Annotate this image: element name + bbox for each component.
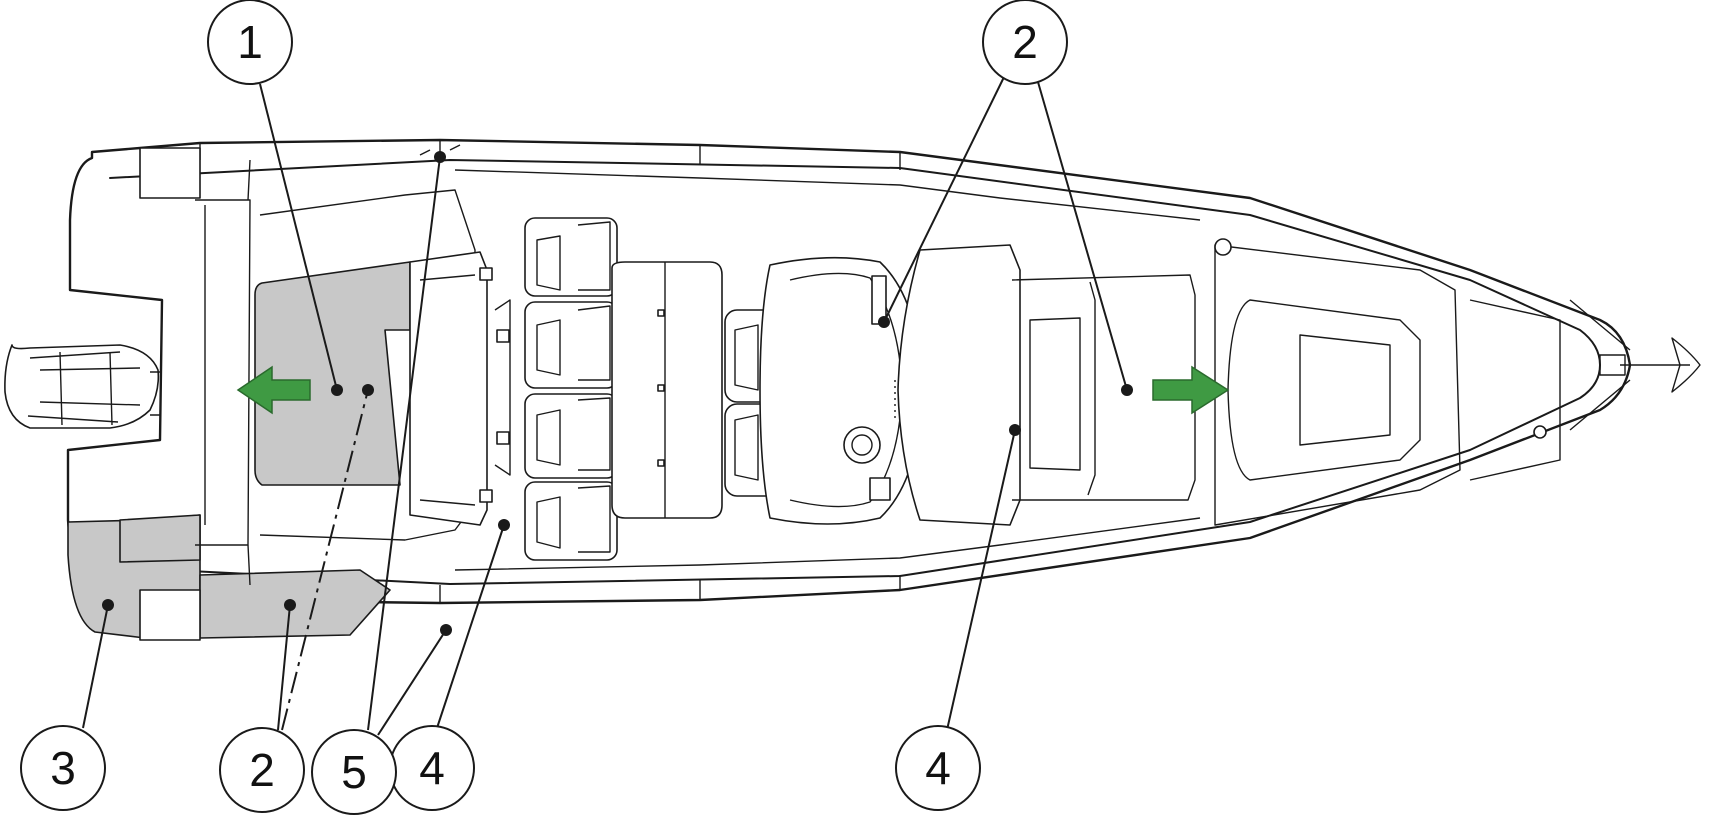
leader-lines (82, 74, 1128, 736)
aft-cockpit (204, 189, 511, 541)
callout-4-left-label: 4 (419, 742, 445, 794)
arrow-right-icon (1152, 365, 1230, 415)
callout-4-left: 4 (389, 725, 475, 811)
outboard-engine (4, 344, 183, 429)
aft-bench-seats (524, 217, 618, 561)
callout-4-right: 4 (895, 725, 981, 811)
callout-2-top: 2 (982, 0, 1068, 85)
center-console (611, 261, 723, 519)
callout-1-label: 1 (237, 16, 263, 68)
callout-2-top-label: 2 (1012, 16, 1038, 68)
callout-2-bottom: 2 (219, 727, 305, 813)
callout-5: 5 (311, 729, 397, 815)
callout-5-label: 5 (341, 746, 367, 798)
callout-3-label: 3 (50, 742, 76, 794)
side-decks (139, 144, 1201, 641)
arrow-left-icon (236, 365, 311, 415)
callout-4-right-label: 4 (925, 742, 951, 794)
callout-3: 3 (20, 725, 106, 811)
callout-2-bottom-label: 2 (249, 744, 275, 796)
callout-1: 1 (207, 0, 293, 85)
